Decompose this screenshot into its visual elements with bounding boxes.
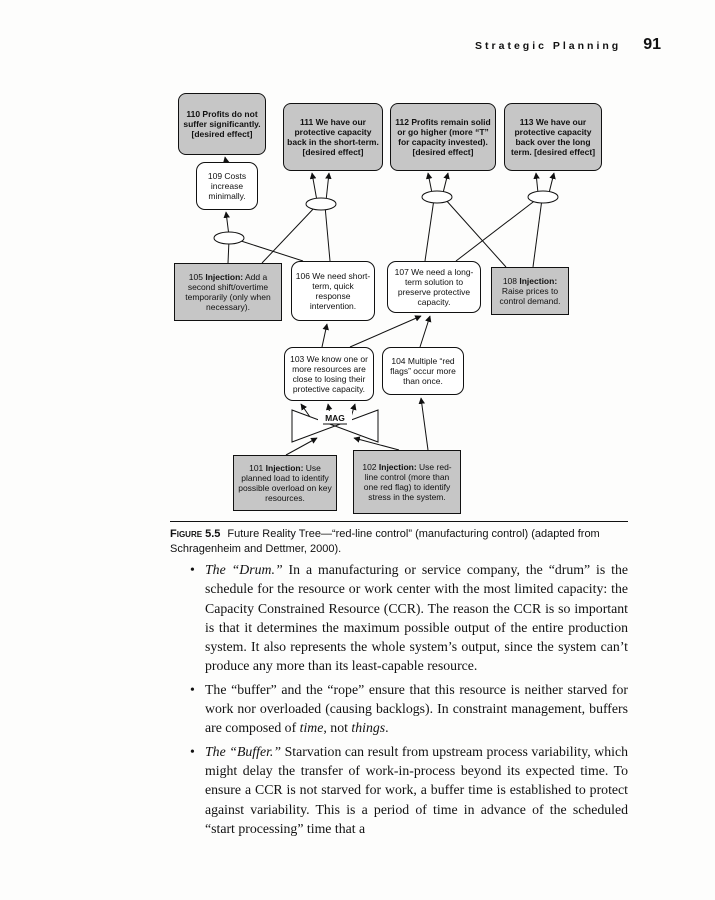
bullet-item-3: The “Buffer.” Starvation can result from… [190, 742, 628, 838]
figure-rule [170, 521, 628, 522]
and-connector-and-4 [527, 190, 559, 204]
diagram-node-102: 102 Injection: Use red-line control (mor… [353, 450, 461, 514]
edge-102-to-mag [353, 436, 400, 451]
diagram-node-113: 113 We have our protective capacity back… [504, 103, 602, 171]
edge-104-to-107 [419, 315, 432, 348]
mag-junction: MAG [291, 409, 379, 443]
diagram-node-106: 106 We need short-term, quick response i… [291, 261, 375, 321]
edge-and-3-to-112 [442, 172, 450, 194]
bullet-list: The “Drum.” In a manufacturing or servic… [184, 560, 628, 838]
edge-108-to-and-3 [444, 198, 507, 268]
edge-and-4-to-113 [548, 172, 556, 194]
diagram-node-109: 109 Costs increase minimally. [196, 162, 258, 210]
body-text: The “Drum.” In a manufacturing or servic… [184, 560, 628, 842]
and-connector-and-3 [421, 190, 453, 204]
edge-109-to-110 [222, 156, 230, 164]
edge-102-to-104 [418, 397, 429, 451]
diagram-node-103: 103 We know one or more resources are cl… [284, 347, 374, 401]
bullet-item-1: The “Drum.” In a manufacturing or servic… [190, 560, 628, 676]
diagram-node-101: 101 Injection: Use planned load to ident… [233, 455, 337, 511]
edge-106-to-and-1 [237, 239, 304, 262]
diagram-node-107: 107 We need a long-term solution to pres… [387, 261, 481, 313]
bullet-item-2: The “buffer” and the “rope” ensure that … [190, 680, 628, 738]
edge-106-to-and-2 [324, 205, 331, 262]
edge-and-2-to-111 [325, 172, 332, 202]
figure-caption-text: Future Reality Tree—“red-line control” (… [170, 528, 600, 555]
ellipses-group [213, 190, 559, 245]
figure-caption-label: Figure 5.5 [170, 528, 221, 540]
diagram-node-104: 104 Multiple “red flags” occur more than… [382, 347, 464, 395]
mag-right-triangle-shape [333, 409, 379, 443]
diagram-node-108: 108 Injection: Raise prices to control d… [491, 267, 569, 315]
and-connector-and-2 [305, 197, 337, 211]
edge-and-4-to-113 [533, 172, 540, 194]
edge-and-3-to-112 [425, 172, 433, 194]
edge-103-to-106 [321, 323, 329, 348]
diagram-node-110: 110 Profits do not suffer significantly.… [178, 93, 266, 155]
diagram-node-105: 105 Injection: Add a second shift/overti… [174, 263, 282, 321]
mag-label: MAG [325, 413, 345, 423]
section-title: Strategic Planning [475, 40, 622, 52]
edge-107-to-and-4 [455, 198, 538, 262]
edge-101-to-mag [285, 437, 318, 456]
edge-mag-to-103 [300, 403, 311, 418]
edge-103-to-107 [349, 315, 422, 348]
and-connector-and-1 [213, 231, 245, 245]
edge-and-2-to-111 [309, 172, 318, 202]
running-head: Strategic Planning 91 [475, 36, 661, 54]
edge-107-to-and-3 [424, 198, 435, 262]
mag-left-triangle-shape [291, 409, 337, 443]
page-number: 91 [643, 36, 661, 53]
edge-105-to-and-2 [261, 205, 317, 264]
edge-108-to-and-4 [532, 198, 543, 268]
mag-label-backing [318, 411, 352, 424]
diagram-node-112: 112 Profits remain solid or go higher (m… [390, 103, 496, 171]
diagram-node-111: 111 We have our protective capacity back… [283, 103, 383, 171]
